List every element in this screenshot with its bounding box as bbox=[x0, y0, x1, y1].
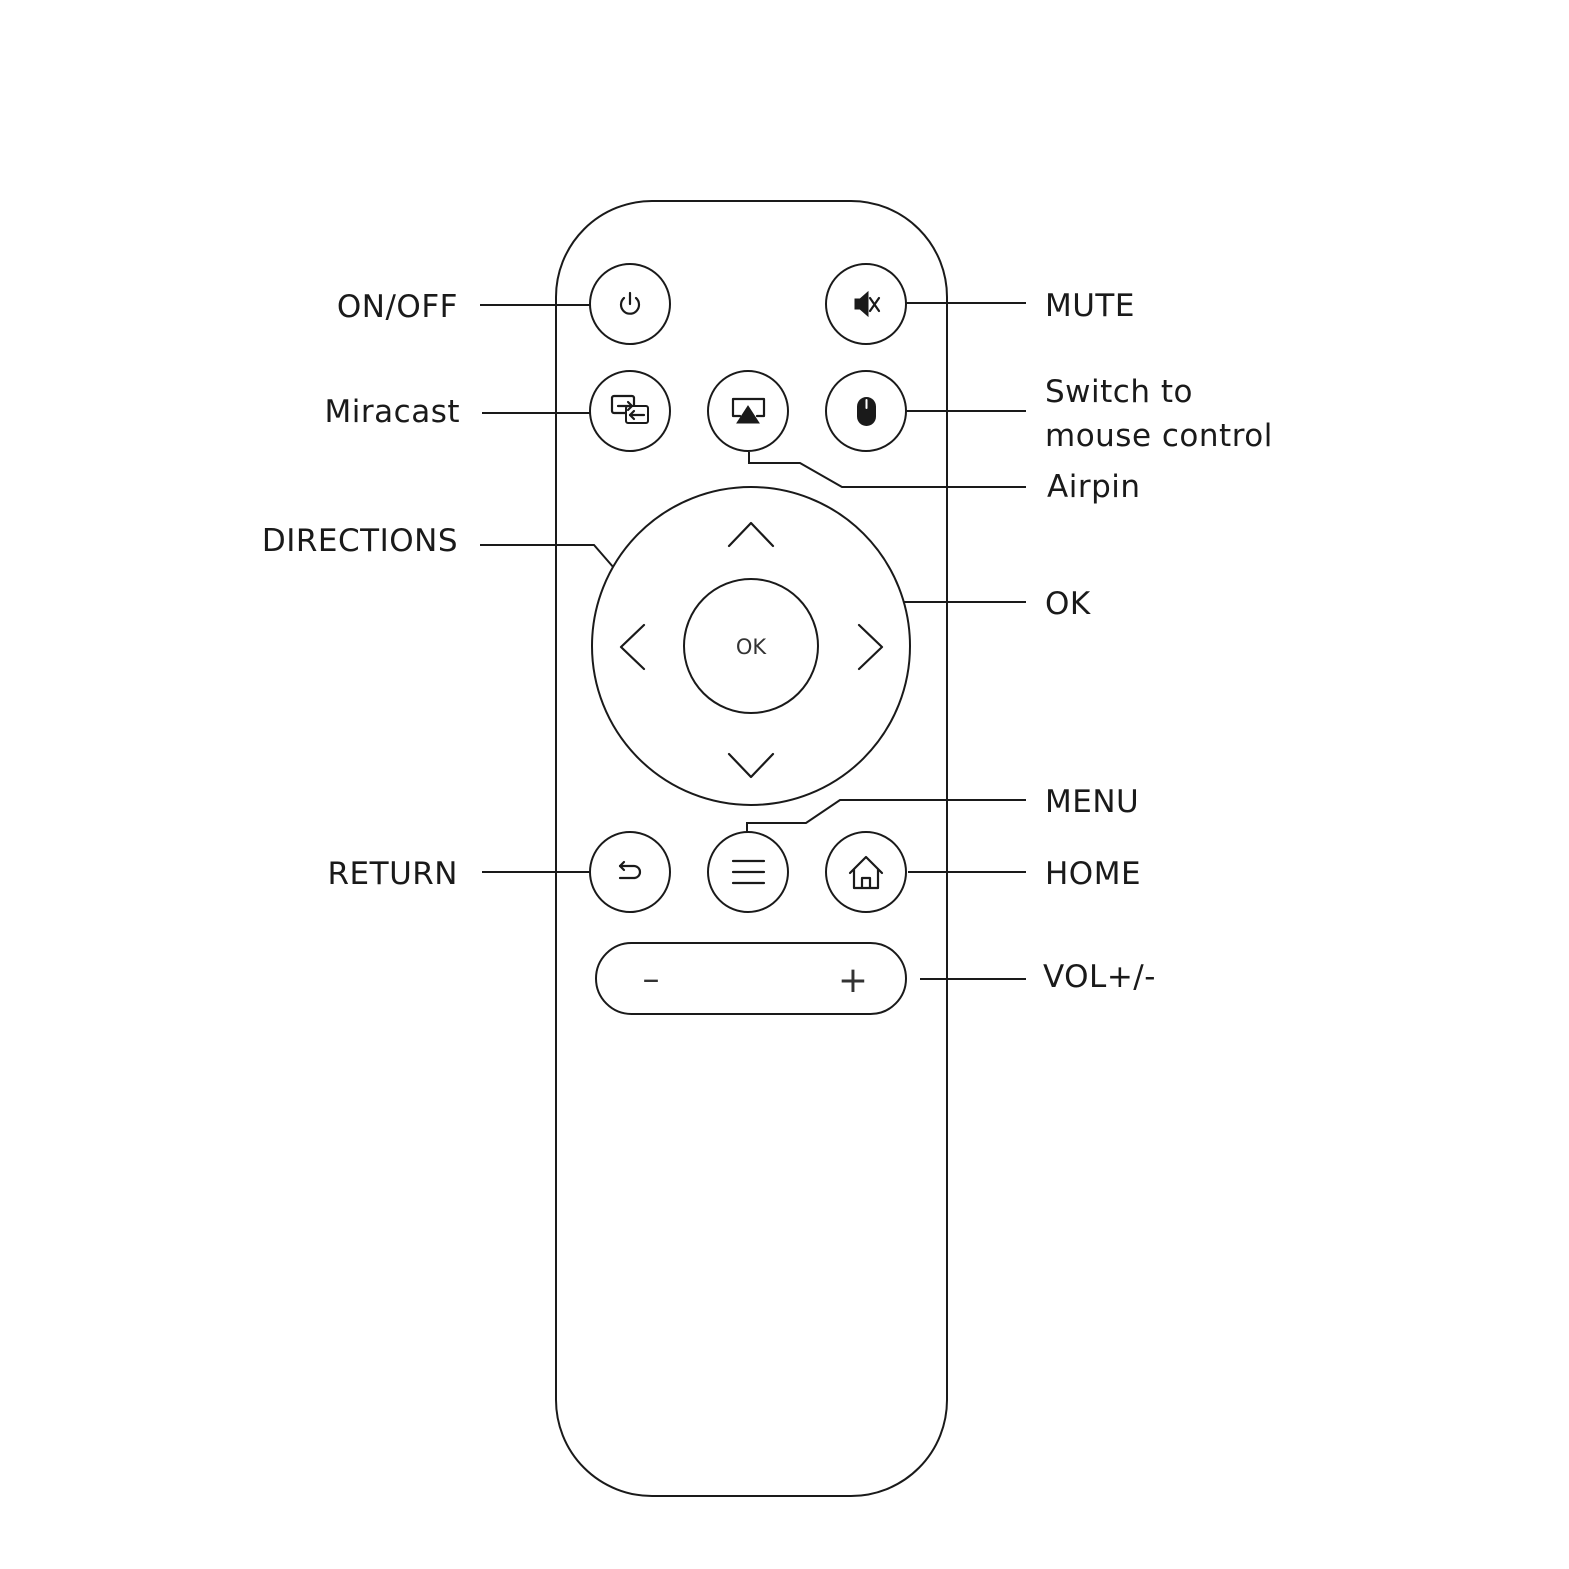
label-menu: MENU bbox=[1045, 784, 1139, 820]
mouse-control-button[interactable] bbox=[825, 370, 907, 452]
volume-rocker: – + bbox=[595, 942, 907, 1015]
label-return: RETURN bbox=[328, 856, 458, 892]
label-vol: VOL+/- bbox=[1043, 959, 1156, 995]
menu-icon bbox=[731, 859, 766, 885]
ok-button-label: OK bbox=[736, 635, 768, 659]
label-on-off: ON/OFF bbox=[337, 289, 458, 325]
mute-button[interactable] bbox=[825, 263, 907, 345]
leader-directions bbox=[480, 544, 615, 569]
label-mute: MUTE bbox=[1045, 288, 1135, 324]
label-directions: DIRECTIONS bbox=[262, 523, 458, 559]
miracast-button[interactable] bbox=[589, 370, 671, 452]
label-ok: OK bbox=[1045, 586, 1091, 622]
up-arrow-button[interactable] bbox=[727, 521, 775, 548]
mute-icon bbox=[854, 290, 881, 318]
leader-menu bbox=[746, 799, 1026, 832]
volume-down-button[interactable]: – bbox=[643, 959, 660, 999]
label-miracast: Miracast bbox=[325, 394, 460, 430]
left-arrow-button[interactable] bbox=[619, 623, 646, 671]
callout-labels: ON/OFF Miracast DIRECTIONS RETURN MUTE S… bbox=[262, 288, 1273, 995]
home-button[interactable] bbox=[825, 831, 907, 913]
label-switch-line2: mouse control bbox=[1045, 418, 1273, 454]
label-home: HOME bbox=[1045, 856, 1141, 892]
ok-button[interactable]: OK bbox=[683, 578, 819, 714]
airpin-button[interactable] bbox=[707, 370, 789, 452]
volume-up-button[interactable]: + bbox=[838, 960, 868, 1001]
label-airpin: Airpin bbox=[1047, 469, 1141, 505]
return-button[interactable] bbox=[589, 831, 671, 913]
label-switch-line1: Switch to bbox=[1045, 374, 1193, 410]
menu-button[interactable] bbox=[707, 831, 789, 913]
power-icon bbox=[619, 291, 641, 315]
remote-body bbox=[555, 200, 948, 1497]
mouse-icon bbox=[857, 397, 876, 426]
power-button[interactable] bbox=[589, 263, 671, 345]
right-arrow-button[interactable] bbox=[857, 623, 884, 671]
miracast-icon bbox=[610, 394, 649, 424]
down-arrow-button[interactable] bbox=[727, 752, 775, 779]
leader-airpin bbox=[748, 452, 1026, 488]
home-icon bbox=[848, 855, 884, 890]
return-icon bbox=[618, 860, 642, 880]
airplay-icon bbox=[731, 397, 766, 424]
